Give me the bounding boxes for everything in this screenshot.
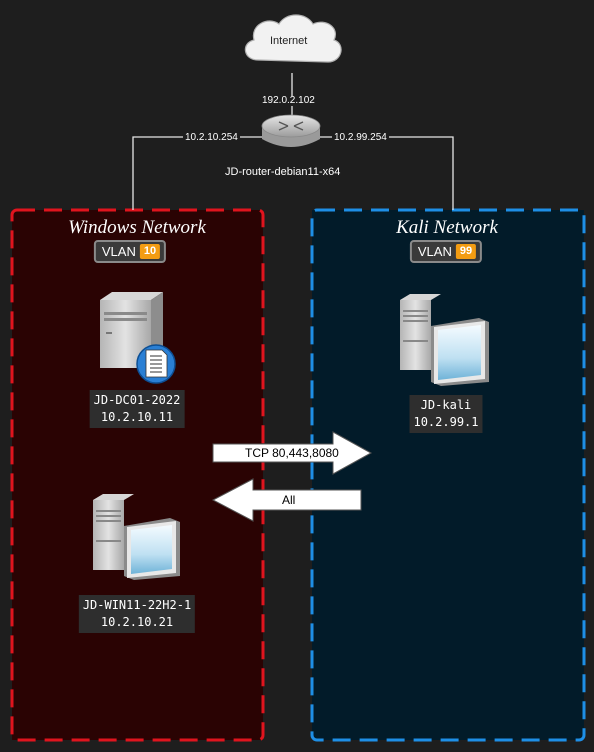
host-label-dc01: JD-DC01-2022 10.2.10.11 <box>89 390 185 428</box>
windows-network-zone <box>10 208 265 742</box>
flow-label-tcp: TCP 80,443,8080 <box>245 446 339 460</box>
server-icon <box>100 292 176 384</box>
workstation-icon <box>93 494 180 580</box>
host-name: JD-DC01-2022 <box>93 393 181 407</box>
host-label-kali: JD-kali 10.2.99.1 <box>409 395 483 433</box>
internet-label: Internet <box>270 35 308 47</box>
vlan-id: 10 <box>139 244 161 259</box>
router-left-ip: 10.2.10.254 <box>183 132 240 143</box>
host-ip: 10.2.10.21 <box>100 615 174 629</box>
vlan-label: VLAN <box>417 244 452 259</box>
host-label-win11: JD-WIN11-22H2-1 10.2.10.21 <box>78 595 196 633</box>
arrow-right-icon <box>212 431 373 475</box>
cloud-icon <box>244 14 342 63</box>
host-name: JD-WIN11-22H2-1 <box>82 598 192 612</box>
vlan-label: VLAN <box>101 244 136 259</box>
windows-vlan-badge: VLAN 10 <box>93 240 167 263</box>
kali-network-title: Kali Network <box>396 217 498 238</box>
vlan-id: 99 <box>455 244 477 259</box>
arrow-left-icon <box>211 478 362 522</box>
kali-network-zone <box>310 208 586 742</box>
workstation-icon <box>400 294 489 386</box>
host-ip: 10.2.10.11 <box>100 410 174 424</box>
router-wan-ip: 192.0.2.102 <box>260 95 317 106</box>
host-ip: 10.2.99.1 <box>413 415 479 429</box>
router-right-ip: 10.2.99.254 <box>332 132 389 143</box>
router-icon <box>261 114 321 147</box>
router-name: JD-router-debian11-x64 <box>225 166 341 178</box>
kali-vlan-badge: VLAN 99 <box>409 240 483 263</box>
host-name: JD-kali <box>420 398 472 412</box>
windows-network-title: Windows Network <box>68 217 206 238</box>
flow-label-all: All <box>282 493 296 507</box>
